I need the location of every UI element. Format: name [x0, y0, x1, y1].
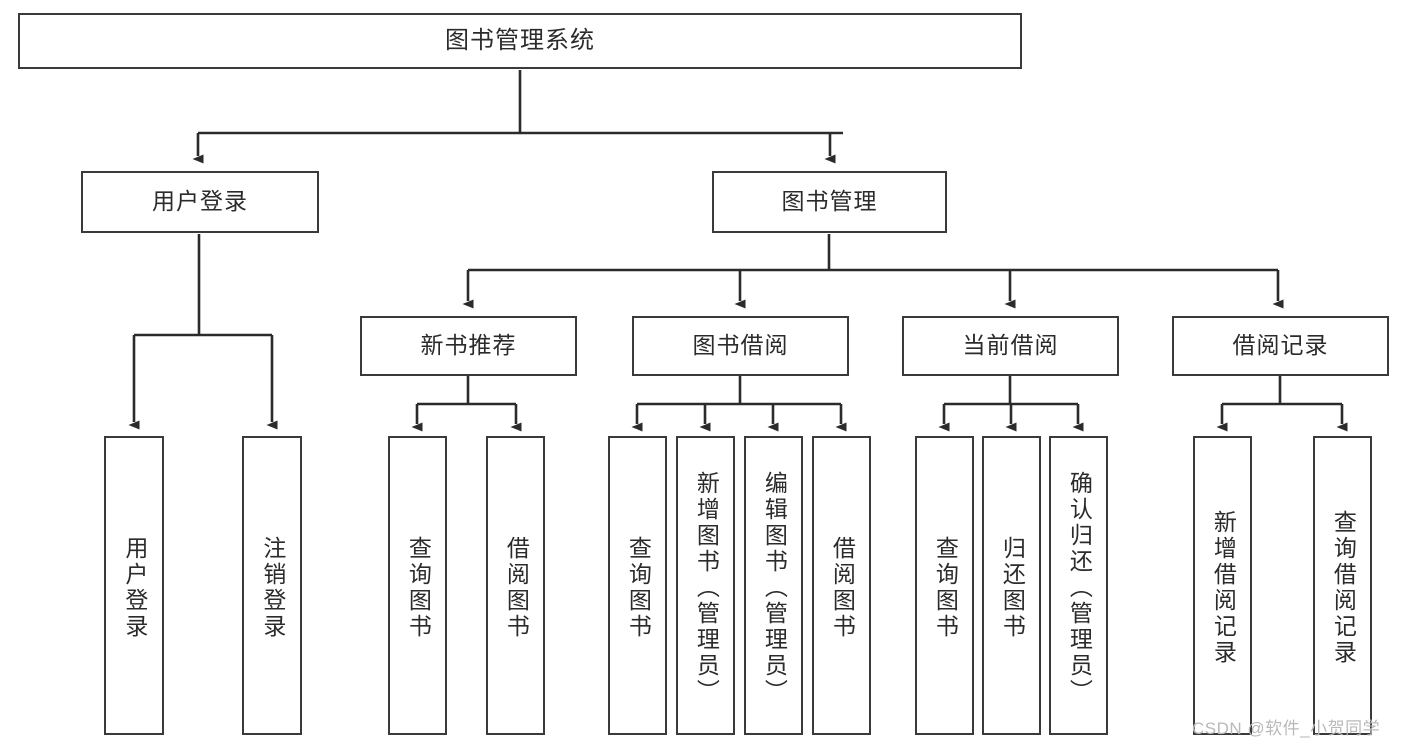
- node-leaf-borrow-book-2-label: 借阅图书: [829, 535, 856, 640]
- node-leaf-query-book-2-label: 查询图书: [625, 535, 652, 640]
- node-borrow-record-label: 借阅记录: [1232, 332, 1329, 359]
- node-book-borrow[interactable]: 图书借阅: [632, 316, 849, 376]
- node-leaf-query-book-3-label: 查询图书: [932, 535, 959, 640]
- node-leaf-confirm-return-label: 确认归还（管理员）: [1066, 470, 1093, 705]
- node-leaf-edit-book-label: 编辑图书（管理员）: [761, 470, 788, 705]
- node-root-system[interactable]: 图书管理系统: [18, 13, 1022, 69]
- node-root-system-label: 图书管理系统: [445, 26, 595, 54]
- node-leaf-return-book[interactable]: 归还图书: [982, 436, 1041, 735]
- node-leaf-add-record-label: 新增借阅记录: [1210, 509, 1237, 666]
- csdn-watermark: CSDN @软件_小贺同学: [1192, 719, 1381, 738]
- node-borrow-record[interactable]: 借阅记录: [1172, 316, 1389, 376]
- node-leaf-confirm-return[interactable]: 确认归还（管理员）: [1049, 436, 1108, 735]
- node-leaf-add-book-label: 新增图书（管理员）: [693, 470, 720, 705]
- node-new-book-recommend[interactable]: 新书推荐: [360, 316, 577, 376]
- node-leaf-user-login-label: 用户登录: [121, 535, 148, 640]
- node-leaf-add-book[interactable]: 新增图书（管理员）: [676, 436, 735, 735]
- node-current-borrow-label: 当前借阅: [962, 332, 1059, 359]
- node-leaf-query-book-2[interactable]: 查询图书: [608, 436, 667, 735]
- node-book-manage-label: 图书管理: [781, 188, 878, 215]
- node-leaf-logout[interactable]: 注销登录: [242, 436, 302, 735]
- node-leaf-query-book-1-label: 查询图书: [405, 535, 432, 640]
- node-leaf-query-book-3[interactable]: 查询图书: [915, 436, 974, 735]
- node-leaf-query-record[interactable]: 查询借阅记录: [1313, 436, 1372, 735]
- node-leaf-logout-label: 注销登录: [259, 535, 286, 640]
- node-leaf-query-book-1[interactable]: 查询图书: [388, 436, 447, 735]
- node-leaf-edit-book[interactable]: 编辑图书（管理员）: [744, 436, 803, 735]
- node-leaf-borrow-book-2[interactable]: 借阅图书: [812, 436, 871, 735]
- node-leaf-return-book-label: 归还图书: [999, 535, 1026, 640]
- node-book-borrow-label: 图书借阅: [692, 332, 789, 359]
- node-book-manage[interactable]: 图书管理: [712, 171, 947, 233]
- node-leaf-query-record-label: 查询借阅记录: [1330, 509, 1357, 666]
- node-leaf-borrow-book-1[interactable]: 借阅图书: [486, 436, 545, 735]
- node-user-login[interactable]: 用户登录: [81, 171, 319, 233]
- node-leaf-add-record[interactable]: 新增借阅记录: [1193, 436, 1252, 735]
- node-new-book-recommend-label: 新书推荐: [420, 332, 517, 359]
- node-leaf-user-login[interactable]: 用户登录: [104, 436, 164, 735]
- node-leaf-borrow-book-1-label: 借阅图书: [503, 535, 530, 640]
- node-current-borrow[interactable]: 当前借阅: [902, 316, 1119, 376]
- node-user-login-label: 用户登录: [152, 188, 248, 215]
